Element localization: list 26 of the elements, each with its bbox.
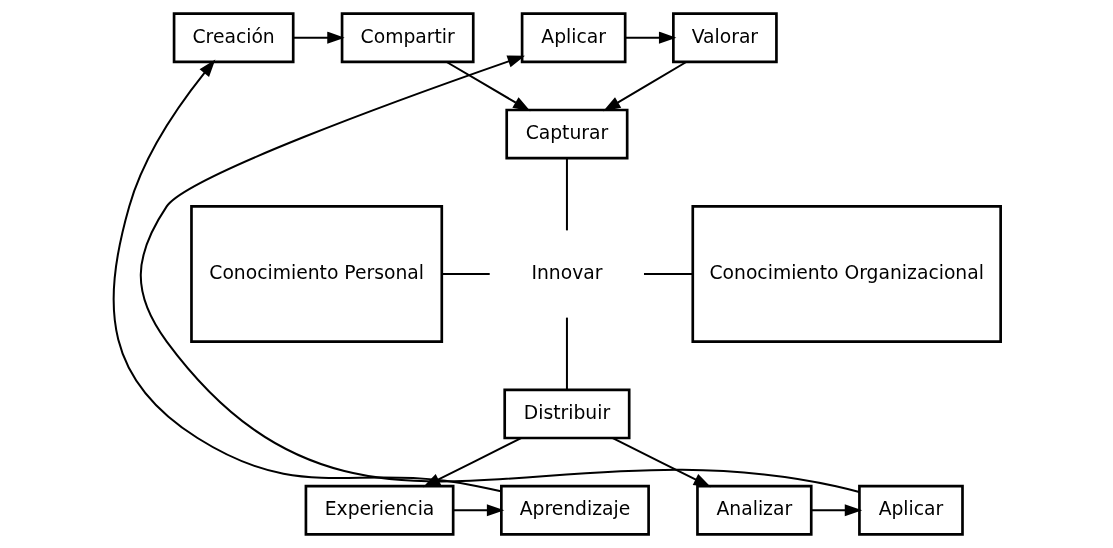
node-box: Conocimiento Personal <box>189 205 443 343</box>
node-box: Valorar <box>671 12 778 64</box>
node-box: Aprendizaje <box>499 484 650 536</box>
node-box: Capturar <box>504 108 628 160</box>
node-box: Creación <box>172 12 295 64</box>
arrow <box>625 31 676 44</box>
node-box: Aplicar <box>857 484 964 536</box>
arrow <box>452 504 504 517</box>
connector <box>643 273 693 275</box>
connector <box>441 273 490 275</box>
node-box: Analizar <box>695 484 813 536</box>
node-box: Compartir <box>340 12 475 64</box>
node-box: Aplicar <box>520 12 626 64</box>
node-box: Experiencia <box>304 484 454 536</box>
node-box: Conocimiento Organizacional <box>690 205 1002 343</box>
arrow <box>292 31 345 44</box>
node-box: Distribuir <box>502 388 631 440</box>
arrow <box>611 437 711 488</box>
connector <box>565 317 568 390</box>
node-text: Innovar <box>530 261 602 283</box>
arrow <box>810 504 862 517</box>
arrow <box>112 59 501 493</box>
arrow <box>602 61 687 112</box>
connector <box>565 158 568 231</box>
arrow <box>445 61 530 112</box>
arrow <box>139 55 859 493</box>
